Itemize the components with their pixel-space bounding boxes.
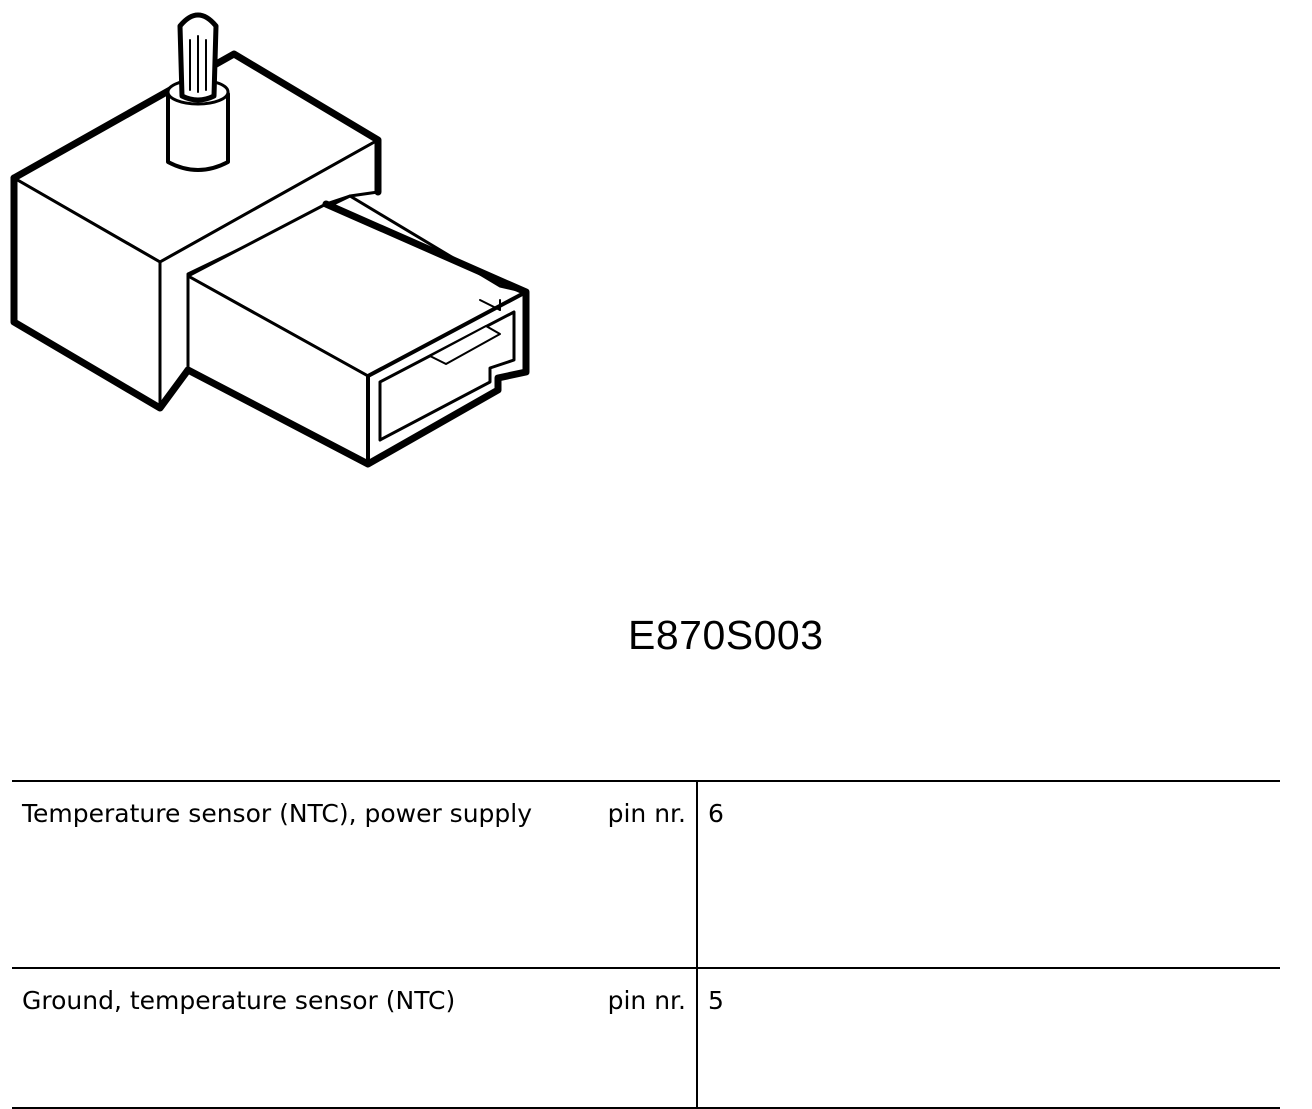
pin-label: pin nr. [562, 968, 698, 1108]
figure-code: E870S003 [628, 612, 824, 658]
pin-table: Temperature sensor (NTC), power supply p… [12, 780, 1280, 1109]
pin-description: Ground, temperature sensor (NTC) [22, 986, 456, 1015]
pin-value: 6 [708, 799, 724, 828]
table-row: Ground, temperature sensor (NTC) pin nr.… [12, 968, 1280, 1108]
pin-description: Temperature sensor (NTC), power supply [22, 799, 533, 828]
sensor-connector-illustration [10, 12, 530, 468]
pin-label: pin nr. [562, 781, 698, 968]
table-row: Temperature sensor (NTC), power supply p… [12, 781, 1280, 968]
pin-value: 5 [708, 986, 724, 1015]
